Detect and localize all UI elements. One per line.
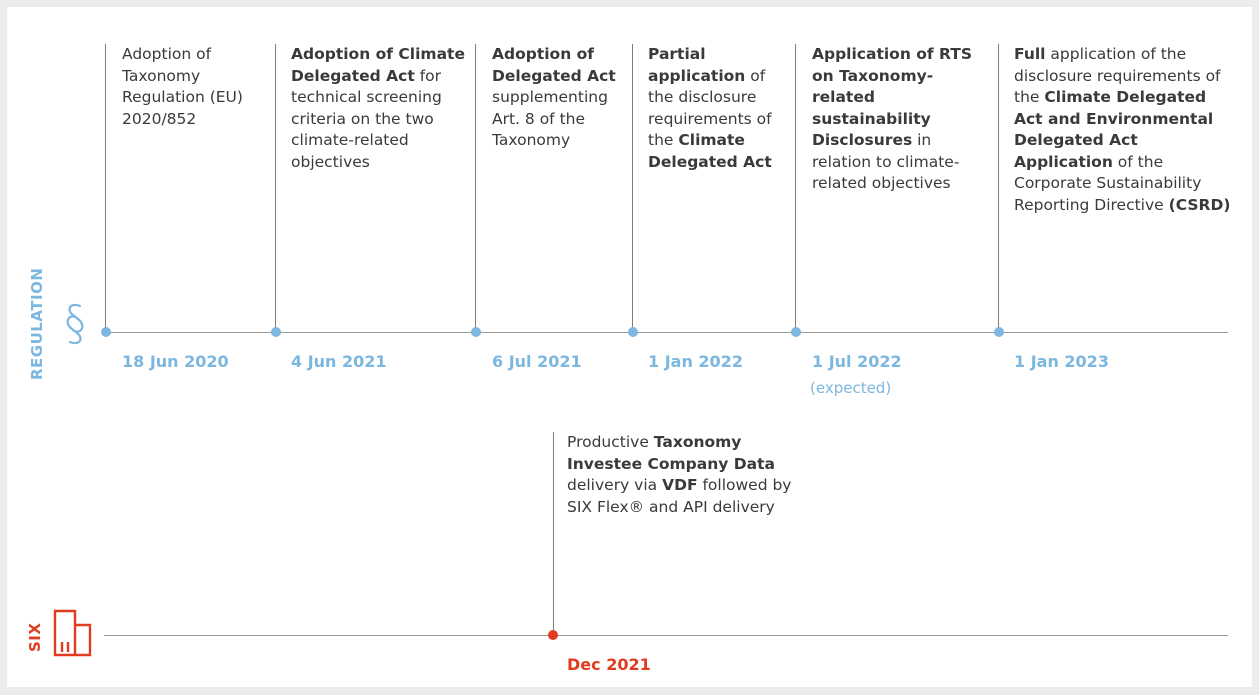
text: supplementing Art. 8 of the Taxonomy bbox=[492, 88, 608, 149]
bold-text: Application of RTS on Taxonomy-related s… bbox=[812, 45, 973, 149]
bold-text: Climate Delegated Act and Environmental … bbox=[1014, 88, 1214, 171]
bold-text: VDF bbox=[662, 476, 698, 494]
six-timeline-axis bbox=[104, 635, 1228, 636]
text: application of the disclosure requiremen… bbox=[1014, 45, 1221, 106]
event-connector bbox=[105, 44, 106, 332]
event-connector bbox=[553, 432, 554, 635]
text: for technical screening criteria on the … bbox=[291, 66, 442, 171]
event-connector bbox=[998, 44, 999, 332]
bold-text: Adoption of Delegated Act bbox=[492, 45, 616, 85]
text: delivery via bbox=[567, 476, 663, 494]
timeline-panel bbox=[7, 7, 1252, 687]
event-connector bbox=[632, 44, 633, 332]
text: of the Corporate Sustainability Reportin… bbox=[1014, 152, 1202, 214]
event-marker bbox=[471, 327, 481, 337]
event-date: 1 Jan 2022 bbox=[648, 352, 743, 371]
event-description: Partial application of the disclosure re… bbox=[648, 44, 788, 173]
text: Adoption of Taxonomy Regulation (EU) 202… bbox=[122, 45, 243, 128]
text: of the disclosure requirements of the bbox=[648, 66, 772, 150]
bold-text: Partial application bbox=[648, 45, 746, 85]
event-connector bbox=[475, 44, 476, 332]
event-date-note: (expected) bbox=[810, 379, 892, 397]
event-marker bbox=[791, 327, 801, 337]
regulation-timeline-axis bbox=[104, 332, 1228, 333]
event-date: 1 Jul 2022 bbox=[812, 352, 902, 371]
event-date: 4 Jun 2021 bbox=[291, 352, 387, 371]
event-marker bbox=[271, 327, 281, 337]
event-connector bbox=[795, 44, 796, 332]
event-marker bbox=[628, 327, 638, 337]
event-description: Productive Taxonomy Investee Company Dat… bbox=[567, 432, 792, 518]
bold-text: Full bbox=[1014, 45, 1046, 63]
text: in relation to climate-related objective… bbox=[812, 131, 960, 192]
text: followed by SIX Flex® and API delivery bbox=[567, 476, 792, 516]
event-marker bbox=[101, 327, 111, 337]
bold-text: Adoption of Climate Delegated Act bbox=[291, 45, 465, 85]
event-description: Adoption of Climate Delegated Act for te… bbox=[291, 44, 466, 173]
event-description: Adoption of Taxonomy Regulation (EU) 202… bbox=[122, 44, 262, 130]
event-connector bbox=[275, 44, 276, 332]
event-date: 18 Jun 2020 bbox=[122, 352, 229, 371]
text: Productive bbox=[567, 433, 654, 451]
event-marker bbox=[548, 630, 558, 640]
event-description: Full application of the disclosure requi… bbox=[1014, 44, 1236, 216]
event-description: Adoption of Delegated Act supplementing … bbox=[492, 44, 624, 152]
bold-text: (CSRD) bbox=[1168, 195, 1231, 214]
building-icon bbox=[53, 609, 92, 657]
bold-text: Climate Delegated Act bbox=[648, 131, 772, 171]
six-track-label: SIX bbox=[26, 622, 44, 652]
event-date: 1 Jan 2023 bbox=[1014, 352, 1109, 371]
regulation-track-label: REGULATION bbox=[28, 267, 46, 380]
bold-text: Taxonomy Investee Company Data bbox=[567, 433, 775, 473]
event-date: 6 Jul 2021 bbox=[492, 352, 582, 371]
event-date: Dec 2021 bbox=[567, 655, 651, 674]
event-marker bbox=[994, 327, 1004, 337]
section-sign-icon bbox=[66, 303, 84, 345]
event-description: Application of RTS on Taxonomy-related s… bbox=[812, 44, 984, 195]
